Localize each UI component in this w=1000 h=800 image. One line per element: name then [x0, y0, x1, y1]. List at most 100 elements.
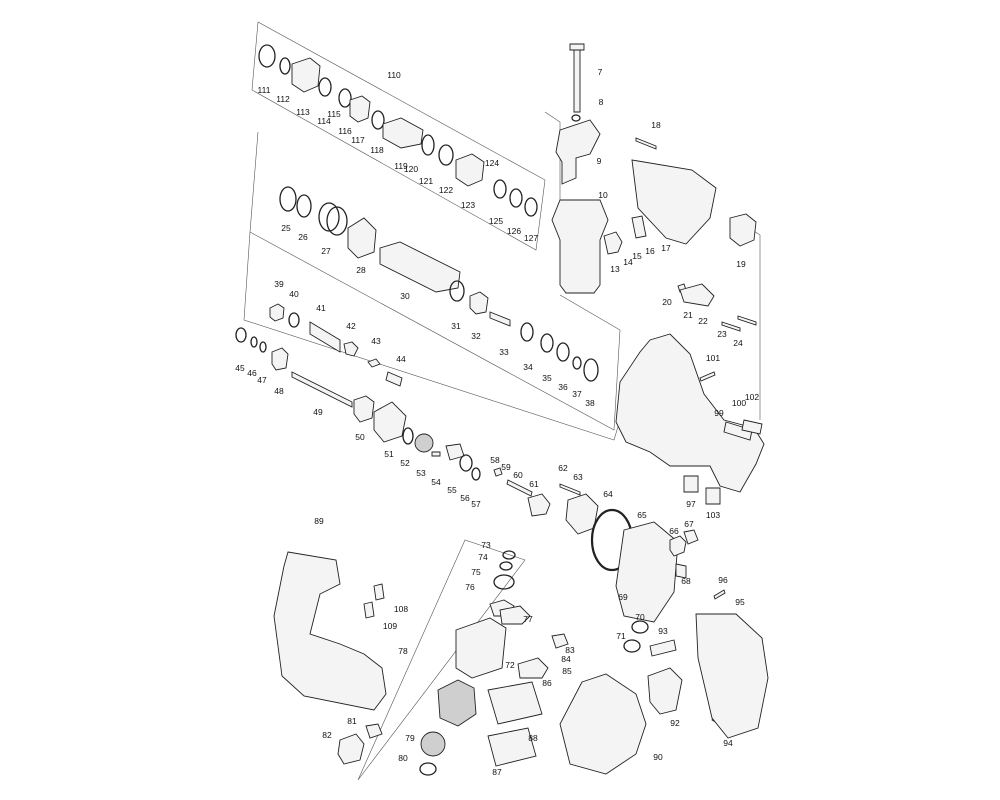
part-label-14: 14: [623, 257, 633, 267]
part-18-screw: [635, 137, 657, 150]
part-label-54: 54: [431, 477, 441, 487]
part-label-49: 49: [313, 407, 323, 417]
motor-assembly-parts: [419, 467, 699, 776]
part-label-120: 120: [404, 164, 418, 174]
part-label-67: 67: [684, 519, 694, 529]
part-label-112: 112: [276, 94, 290, 104]
part-25-circlip: [279, 186, 297, 212]
part-label-25: 25: [281, 223, 291, 233]
part-label-119: 119: [394, 161, 408, 171]
part-16-block: [631, 215, 647, 239]
part-label-84: 84: [561, 654, 571, 664]
part-label-23: 23: [717, 329, 727, 339]
part-93-spacer: [649, 639, 677, 657]
part-label-35: 35: [542, 373, 552, 383]
side-handle-parts: [551, 43, 757, 332]
part-label-75: 75: [471, 567, 481, 577]
part-label-110: 110: [387, 70, 401, 80]
part-label-19: 19: [736, 259, 746, 269]
part-119-spindle: [382, 117, 424, 149]
part-117-bushing: [349, 95, 371, 123]
part-label-18: 18: [651, 120, 661, 130]
part-label-57: 57: [471, 499, 481, 509]
part-label-92: 92: [670, 718, 680, 728]
part-50-clutch: [353, 395, 375, 423]
part-54-pin: [431, 451, 441, 457]
part-125-ring: [493, 179, 507, 199]
part-label-65: 65: [637, 510, 647, 520]
part-label-103: 103: [706, 510, 720, 520]
part-label-125: 125: [489, 216, 503, 226]
part-118-ring: [371, 110, 385, 130]
part-108-pin: [373, 583, 385, 601]
part-label-122: 122: [439, 185, 453, 195]
part-44-spring: [385, 371, 403, 387]
part-label-76: 76: [465, 582, 475, 592]
part-112-ring: [279, 57, 291, 75]
part-95-housing-right: [695, 613, 769, 739]
part-label-82: 82: [322, 730, 332, 740]
part-label-61: 61: [529, 479, 539, 489]
part-label-56: 56: [460, 493, 470, 503]
part-label-40: 40: [289, 289, 299, 299]
part-label-121: 121: [419, 176, 433, 186]
part-72-stator: [455, 617, 507, 679]
part-label-78: 78: [398, 646, 408, 656]
part-label-27: 27: [321, 246, 331, 256]
part-label-99: 99: [714, 408, 724, 418]
part-47-washer: [259, 341, 267, 353]
part-label-28: 28: [356, 265, 366, 275]
part-label-85: 85: [562, 666, 572, 676]
part-label-72: 72: [505, 660, 515, 670]
part-label-52: 52: [400, 458, 410, 468]
part-label-36: 36: [558, 382, 568, 392]
part-31-ring: [449, 280, 465, 302]
part-10-grip: [551, 199, 609, 294]
part-114-ring: [318, 77, 332, 97]
part-label-90: 90: [653, 752, 663, 762]
part-label-109: 109: [383, 621, 397, 631]
part-102-label: [741, 419, 763, 435]
part-51-crank-housing: [373, 401, 407, 443]
part-label-77: 77: [523, 614, 533, 624]
part-label-60: 60: [513, 470, 523, 480]
part-62-screw: [559, 483, 581, 496]
part-label-9: 9: [597, 156, 602, 166]
part-66-bearing: [669, 535, 687, 557]
part-39-piston: [269, 303, 285, 322]
part-label-17: 17: [661, 243, 671, 253]
part-label-64: 64: [603, 489, 613, 499]
part-7-bolt: [569, 43, 585, 113]
part-56-bearing: [459, 454, 473, 472]
part-36-ring: [556, 342, 570, 362]
part-43-pin: [367, 358, 381, 368]
part-label-71: 71: [616, 631, 626, 641]
part-label-83: 83: [565, 645, 575, 655]
part-42-clip: [343, 341, 359, 357]
part-label-89: 89: [314, 516, 324, 526]
part-label-62: 62: [558, 463, 568, 473]
part-35-ring: [540, 333, 554, 353]
part-label-41: 41: [316, 303, 326, 313]
part-109-pin: [363, 601, 375, 619]
frame-motor-assembly: [357, 539, 526, 781]
part-37-ring: [572, 356, 582, 370]
part-label-79: 79: [405, 733, 415, 743]
part-label-127: 127: [524, 233, 538, 243]
part-17-front-housing: [631, 159, 717, 245]
part-123-collar: [455, 153, 485, 187]
part-label-70: 70: [635, 612, 645, 622]
part-label-63: 63: [573, 472, 583, 482]
part-127-ring: [524, 197, 538, 217]
nose-assembly-parts: [258, 44, 538, 217]
part-87-switch-board: [487, 727, 537, 767]
part-label-26: 26: [298, 232, 308, 242]
barrel-assembly-parts: [235, 186, 599, 481]
part-label-114: 114: [317, 116, 331, 126]
part-label-59: 59: [501, 462, 511, 472]
part-92-trigger: [647, 667, 683, 715]
part-61-bracket: [527, 493, 551, 517]
part-83-plug: [551, 633, 569, 649]
part-label-22: 22: [698, 316, 708, 326]
